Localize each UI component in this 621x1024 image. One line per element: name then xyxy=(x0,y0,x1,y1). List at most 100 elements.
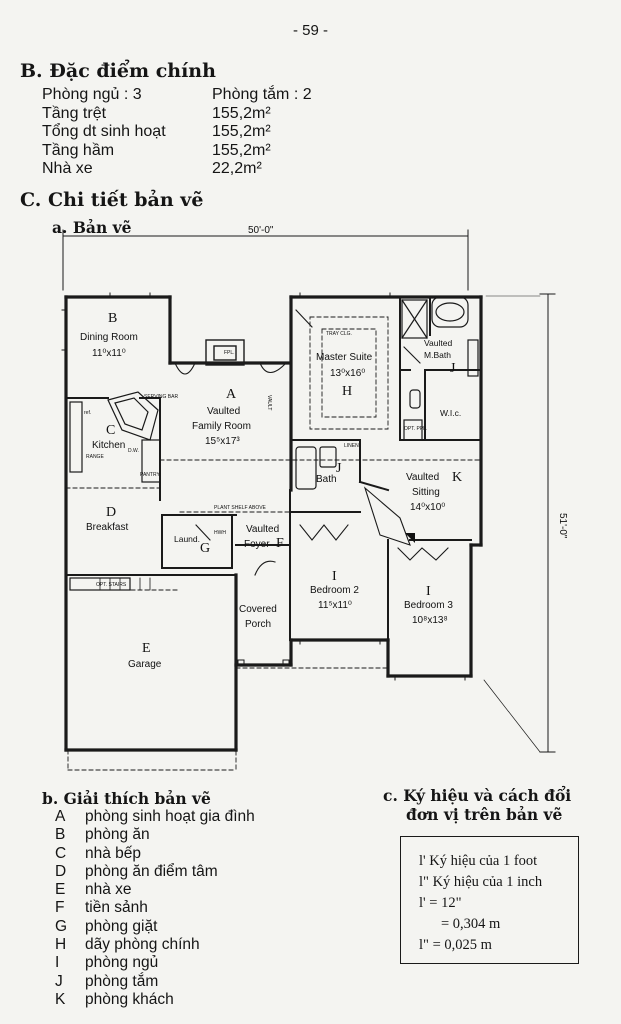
room-h-size: 13⁰x16⁰ xyxy=(330,368,365,379)
feature-value: 155,2m² xyxy=(212,123,271,141)
features-row: Tổng dt sinh hoạt 155,2m² xyxy=(42,123,312,142)
linen-label: LINEN xyxy=(344,443,359,449)
legend-text: tiền sảnh xyxy=(85,899,148,917)
master-bath-letter: J xyxy=(450,361,456,376)
legend-text: phòng tắm xyxy=(85,972,159,990)
room-h-letter: H xyxy=(342,384,352,399)
legend-letter: E xyxy=(55,881,66,899)
garage-letter: E xyxy=(142,641,151,656)
room-b-size: 11⁰x11⁰ xyxy=(92,348,126,359)
feature-value: 155,2m² xyxy=(212,104,271,122)
master-bath-name-line1: Vaulted xyxy=(424,338,452,348)
bedroom-2-size: 11⁵x11⁰ xyxy=(318,600,352,611)
range-label: RANGE xyxy=(86,454,104,460)
section-c-heading: C. Chi tiết bản vẽ xyxy=(20,189,204,211)
room-a-name-line2: Family Room xyxy=(192,421,251,432)
legend-letter: J xyxy=(55,972,63,990)
bath-fixtures xyxy=(295,296,479,490)
legend-text: phòng sinh hoạt gia đình xyxy=(85,808,255,825)
room-h-name: Master Suite xyxy=(316,352,373,363)
windows xyxy=(61,292,466,681)
opt-stairs-label: OPT. STAIRS xyxy=(96,582,127,588)
bedroom-2-name: Bedroom 2 xyxy=(310,585,359,596)
vault-label-a: VAULT xyxy=(266,395,272,410)
bedroom-3-size: 10⁸x13⁸ xyxy=(412,615,448,626)
column-mark xyxy=(405,533,415,543)
drawing-subheading: a. Bản vẽ xyxy=(52,218,132,237)
bath-letter: J xyxy=(336,461,342,476)
tray-ceiling-label: TRAY CLG. xyxy=(326,331,352,337)
dishwasher-label: D.W. xyxy=(128,448,139,454)
laundry-name: Laund. xyxy=(174,534,200,544)
feature-value: 155,2m² xyxy=(212,141,271,159)
legend-text: phòng ngủ xyxy=(85,954,159,972)
floor-plan: 50'-0" 51'-0" B Dining Room 11⁰x11⁰ A Va… xyxy=(61,225,568,771)
symbols-heading-line2: đơn vị trên bản vẽ xyxy=(406,805,563,824)
room-d-name: Breakfast xyxy=(86,522,128,533)
legend-text: phòng ăn xyxy=(85,826,150,844)
symbol-line-inch: l" Ký hiệu của 1 inch xyxy=(419,874,543,890)
garage-name: Garage xyxy=(128,659,162,670)
room-a-letter: A xyxy=(226,387,237,402)
dashed-lines xyxy=(65,316,481,771)
serving-bar-label: SERVING BAR xyxy=(144,394,178,400)
legend-letter: D xyxy=(55,862,67,880)
fireplace-label: FPL. xyxy=(224,350,235,356)
bedroom-3-letter: I xyxy=(426,584,431,599)
legend-letter: A xyxy=(55,808,66,825)
pantry-label: PANTRY xyxy=(140,472,160,478)
legend-letter: C xyxy=(55,844,67,862)
legend-letter: B xyxy=(55,826,66,844)
legend-text: phòng giặt xyxy=(85,917,158,935)
feature-label: Tầng trệt xyxy=(42,104,107,122)
room-c-letter: C xyxy=(106,423,115,438)
legend-text: nhà bếp xyxy=(85,844,142,862)
interior-walls xyxy=(65,296,482,641)
feature-value: Phòng tắm : 2 xyxy=(212,86,312,103)
stair-lines xyxy=(99,577,151,591)
bedroom-2-letter: I xyxy=(332,569,337,584)
porch-posts xyxy=(237,659,290,667)
symbols-heading-line1: c. Ký hiệu và cách đổi xyxy=(383,786,572,805)
page-number: - 59 - xyxy=(292,22,328,39)
kitchen-counters xyxy=(69,391,161,591)
room-a-name-line1: Vaulted xyxy=(207,406,240,417)
legend-text: nhà xe xyxy=(85,881,132,899)
legend-text: phòng khách xyxy=(85,990,174,1008)
legend-letter: G xyxy=(55,917,68,935)
plant-shelf-label: PLANT SHELF ABOVE xyxy=(214,505,267,511)
legend-letter: F xyxy=(55,899,65,917)
width-dimension-label: 50'-0" xyxy=(248,225,274,236)
legend-letter: K xyxy=(55,990,66,1008)
porch-name-line2: Porch xyxy=(245,619,271,630)
room-k-size: 14⁰x10⁰ xyxy=(410,502,445,513)
ref-label: ref. xyxy=(84,410,91,416)
depth-dimension-label: 51'-0" xyxy=(557,513,568,539)
symbols-box: l' Ký hiệu của 1 foot l" Ký hiệu của 1 i… xyxy=(400,836,579,964)
feature-label: Tổng dt sinh hoạt xyxy=(42,123,166,141)
room-c-name: Kitchen xyxy=(92,440,125,451)
symbol-line-inch-meters: l" = 0,025 m xyxy=(419,937,492,953)
room-a-size: 15⁵x17³ xyxy=(205,436,240,447)
walk-in-closet-label: W.I.c. xyxy=(440,408,461,418)
room-b-letter: B xyxy=(108,311,117,326)
feature-value: 22,2m² xyxy=(212,160,262,178)
opt-ppl-label: OPT. PPL. xyxy=(404,426,427,432)
hwh-label: HWH xyxy=(214,530,226,536)
legend-heading: b. Giải thích bản vẽ xyxy=(42,789,211,808)
bedroom-3-name: Bedroom 3 xyxy=(404,600,453,611)
symbol-line-foot-meters: = 0,304 m xyxy=(441,916,501,932)
